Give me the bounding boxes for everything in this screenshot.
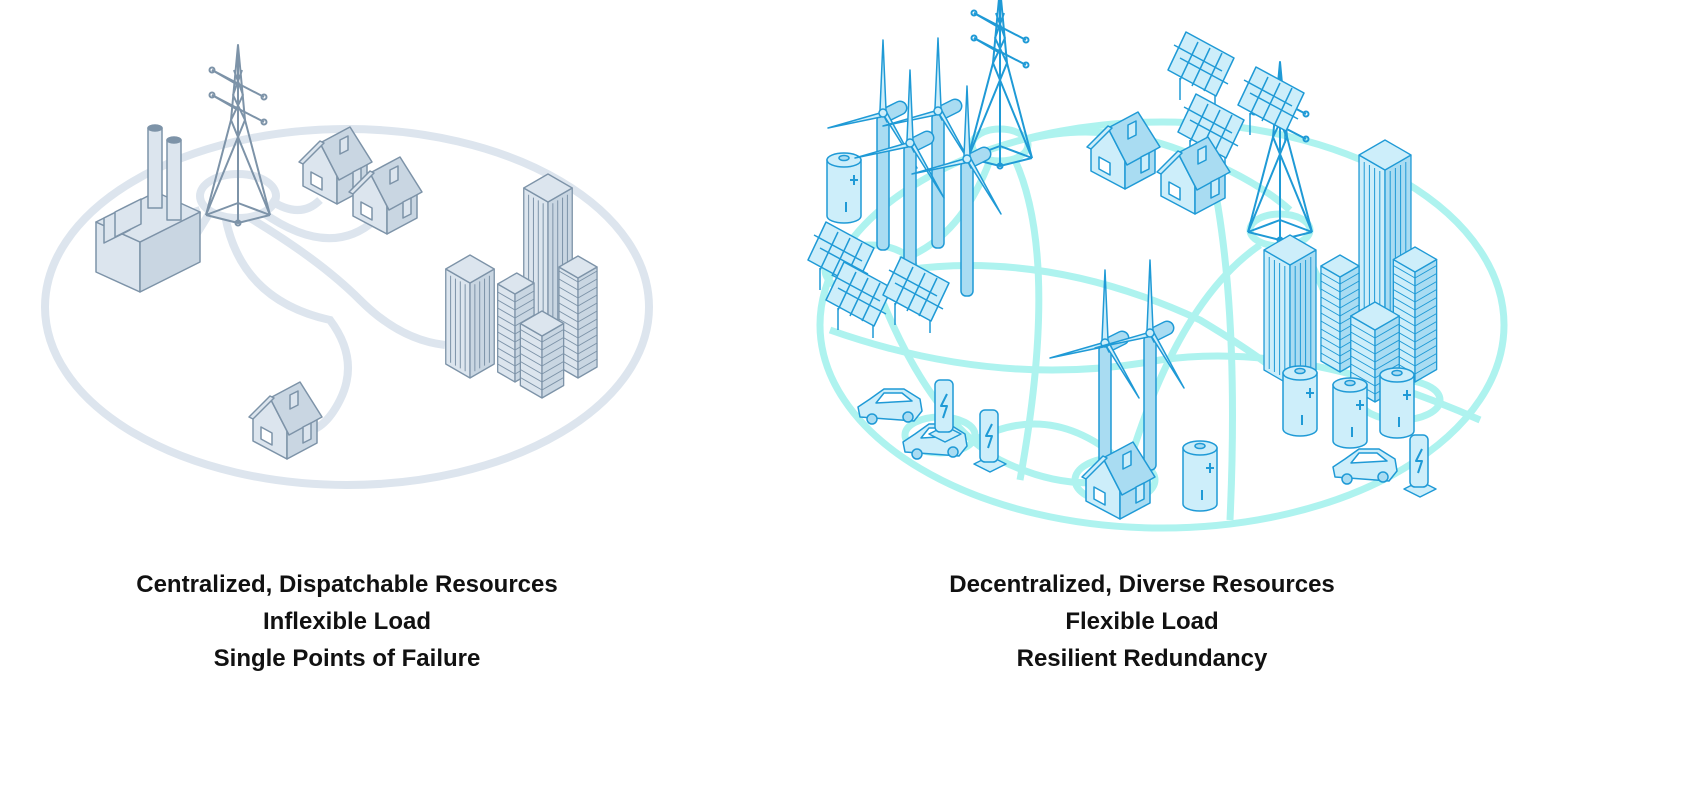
power-plant <box>95 124 201 293</box>
building <box>1392 246 1438 383</box>
caption-line-reliability: Resilient Redundancy <box>1016 645 1268 672</box>
ev-charger <box>929 380 961 442</box>
caption-line-load: Flexible Load <box>1065 608 1219 635</box>
battery <box>1333 378 1367 448</box>
caption-line-resources: Decentralized, Diverse Resources <box>949 571 1335 598</box>
building <box>558 255 598 379</box>
city-buildings <box>445 173 598 399</box>
house <box>249 382 322 459</box>
building <box>445 254 495 379</box>
battery <box>1380 368 1414 438</box>
battery <box>1283 366 1317 436</box>
building <box>497 272 535 383</box>
decentralized-grid-caption: Decentralized, Diverse Resources Flexibl… <box>842 566 1442 677</box>
battery <box>827 153 861 223</box>
building <box>1263 234 1317 386</box>
caption-line-resources: Centralized, Dispatchable Resources <box>136 571 558 598</box>
electric-car <box>1333 449 1397 484</box>
building <box>1320 254 1360 373</box>
centralized-grid-caption: Centralized, Dispatchable Resources Infl… <box>47 566 647 677</box>
battery <box>1183 441 1217 511</box>
electric-car <box>858 389 922 424</box>
building <box>519 310 565 399</box>
caption-line-reliability: Single Points of Failure <box>213 645 481 672</box>
decentralized-grid-illustration <box>808 0 1508 532</box>
centralized-grid-illustration <box>41 45 653 489</box>
caption-line-load: Inflexible Load <box>262 608 432 635</box>
